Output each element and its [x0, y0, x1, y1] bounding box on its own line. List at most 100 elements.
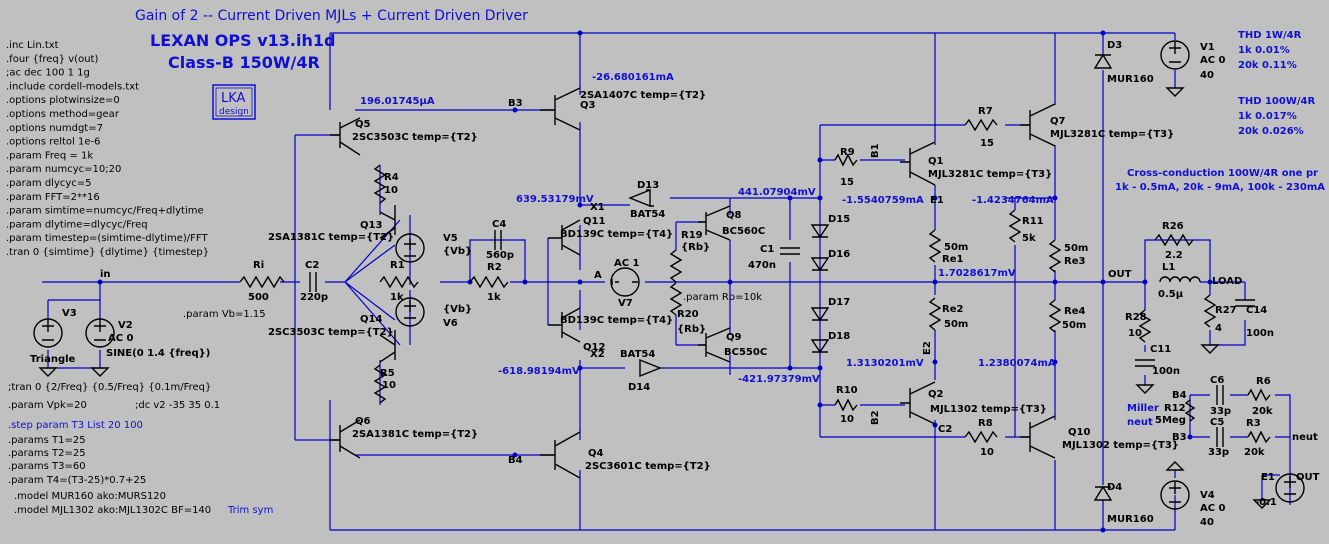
thd-100w-1k: 1k 0.017% [1238, 111, 1297, 122]
r10-resistor[interactable] [834, 398, 858, 412]
r1-resistor[interactable] [379, 275, 419, 289]
c1-capacitor[interactable] [780, 247, 800, 255]
q1-symbol[interactable] [900, 141, 936, 186]
label-ri: Ri [253, 260, 264, 271]
components [33, 40, 1305, 510]
c2-capacitor[interactable] [309, 272, 317, 292]
d17-diode[interactable] [810, 307, 830, 322]
label-q12: Q12 [583, 342, 605, 353]
directive-line: .tran 0 {simtime} {dlytime} {timestep} [6, 247, 209, 258]
q3-symbol[interactable] [540, 87, 581, 131]
q14-symbol[interactable] [379, 330, 396, 363]
v4-source[interactable] [1160, 480, 1190, 510]
d13-diode[interactable] [628, 188, 654, 208]
q13-symbol[interactable] [379, 205, 396, 239]
label-r27: R27 [1215, 305, 1237, 316]
v2-source[interactable] [85, 318, 115, 348]
ann-v-re2: 1.3130201mV [846, 358, 924, 369]
directive-line: .param dlytime=dlycyc/Freq [6, 219, 148, 230]
r11-resistor[interactable] [1008, 209, 1022, 243]
label-q5: Q5 [355, 119, 371, 130]
label-d17: D17 [828, 297, 850, 308]
d18-diode[interactable] [810, 339, 830, 354]
label-b2: B2 [870, 410, 881, 425]
ann-v-d14: -421.97379mV [738, 374, 820, 385]
re3-resistor[interactable] [1048, 239, 1062, 273]
v3-source[interactable] [33, 318, 63, 348]
label-q11: Q11 [583, 216, 605, 227]
label-r11: R11 [1022, 216, 1044, 227]
v7-source[interactable] [610, 267, 640, 297]
v5-source[interactable] [395, 233, 425, 263]
c4-capacitor[interactable] [494, 230, 502, 250]
re1-resistor[interactable] [928, 229, 942, 263]
r4-resistor[interactable] [373, 164, 387, 204]
directive-line: .options plotwinsize=0 [6, 95, 120, 106]
q10-symbol[interactable] [1020, 415, 1056, 459]
r27-resistor[interactable] [1203, 294, 1217, 328]
label-v2: V2 [118, 320, 133, 331]
d16-diode[interactable] [810, 257, 830, 272]
label-q10: Q10 [1068, 427, 1090, 438]
d15-diode[interactable] [810, 224, 830, 239]
directive-line: .param timestep=(simtime-dlytime)/FFT [6, 233, 208, 244]
d4-diode[interactable] [1093, 485, 1113, 501]
r12-resistor[interactable] [1184, 399, 1196, 422]
e1-source[interactable] [1275, 473, 1305, 503]
d14-diode[interactable] [639, 358, 662, 378]
r9-resistor[interactable] [834, 153, 858, 167]
r6-resistor[interactable] [1247, 388, 1271, 402]
q8-symbol[interactable] [698, 205, 731, 241]
directive-line: .options method=gear [6, 109, 120, 120]
r28-resistor[interactable] [1138, 309, 1152, 343]
r7-resistor[interactable] [964, 118, 998, 132]
label-q13: Q13 [360, 220, 382, 231]
v1-source[interactable] [1160, 40, 1190, 70]
q11-symbol[interactable] [548, 219, 581, 256]
c14-capacitor[interactable] [1235, 299, 1255, 307]
c6-capacitor[interactable] [1216, 385, 1224, 405]
r2-resistor[interactable] [469, 275, 509, 289]
label-r2v: 1k [487, 292, 501, 303]
q12-symbol[interactable] [548, 307, 581, 343]
r19-resistor[interactable] [669, 249, 683, 283]
q5-symbol[interactable] [330, 117, 361, 156]
ri-resistor[interactable] [239, 275, 285, 289]
directive-model1: .model MUR160 ako:MURS120 [14, 491, 166, 502]
re2-resistor[interactable] [928, 297, 942, 331]
label-v2a: AC 0 [108, 333, 134, 344]
r26-resistor[interactable] [1154, 233, 1194, 247]
q6-symbol[interactable] [330, 419, 361, 459]
label-x2: X2 [590, 349, 605, 360]
label-c2n: C2 [938, 424, 952, 435]
label-q2: Q2 [928, 389, 944, 400]
label-q1m: MJL3281C temp={T3} [928, 169, 1052, 180]
label-c2v: 220p [300, 292, 328, 303]
c5-capacitor[interactable] [1216, 427, 1224, 447]
label-miller: Miller [1127, 403, 1159, 414]
label-c2: C2 [305, 260, 319, 271]
label-c6v: 33p [1210, 406, 1231, 417]
q4-symbol[interactable] [540, 431, 581, 479]
ground-symbols [38, 87, 1272, 509]
label-r2: R2 [487, 262, 502, 273]
ann-e1b-current: -1.4234764mA [972, 195, 1054, 206]
r20-resistor[interactable] [669, 282, 683, 316]
l1-inductor[interactable] [1159, 276, 1201, 283]
q2-symbol[interactable] [900, 381, 936, 425]
label-e1: E1 [930, 195, 944, 206]
c11-capacitor[interactable] [1135, 359, 1155, 367]
label-r6: R6 [1256, 376, 1271, 387]
q9-symbol[interactable] [698, 327, 731, 363]
d3-diode[interactable] [1093, 53, 1113, 69]
v6-source[interactable] [395, 297, 425, 327]
label-q6: Q6 [355, 416, 371, 427]
r8-resistor[interactable] [964, 430, 998, 444]
re4-resistor[interactable] [1048, 299, 1062, 333]
label-d14: D14 [628, 382, 650, 393]
r3-resistor[interactable] [1247, 430, 1271, 444]
label-c14v: 100n [1246, 328, 1274, 339]
q7-symbol[interactable] [1020, 103, 1056, 147]
r5-resistor[interactable] [373, 364, 387, 404]
